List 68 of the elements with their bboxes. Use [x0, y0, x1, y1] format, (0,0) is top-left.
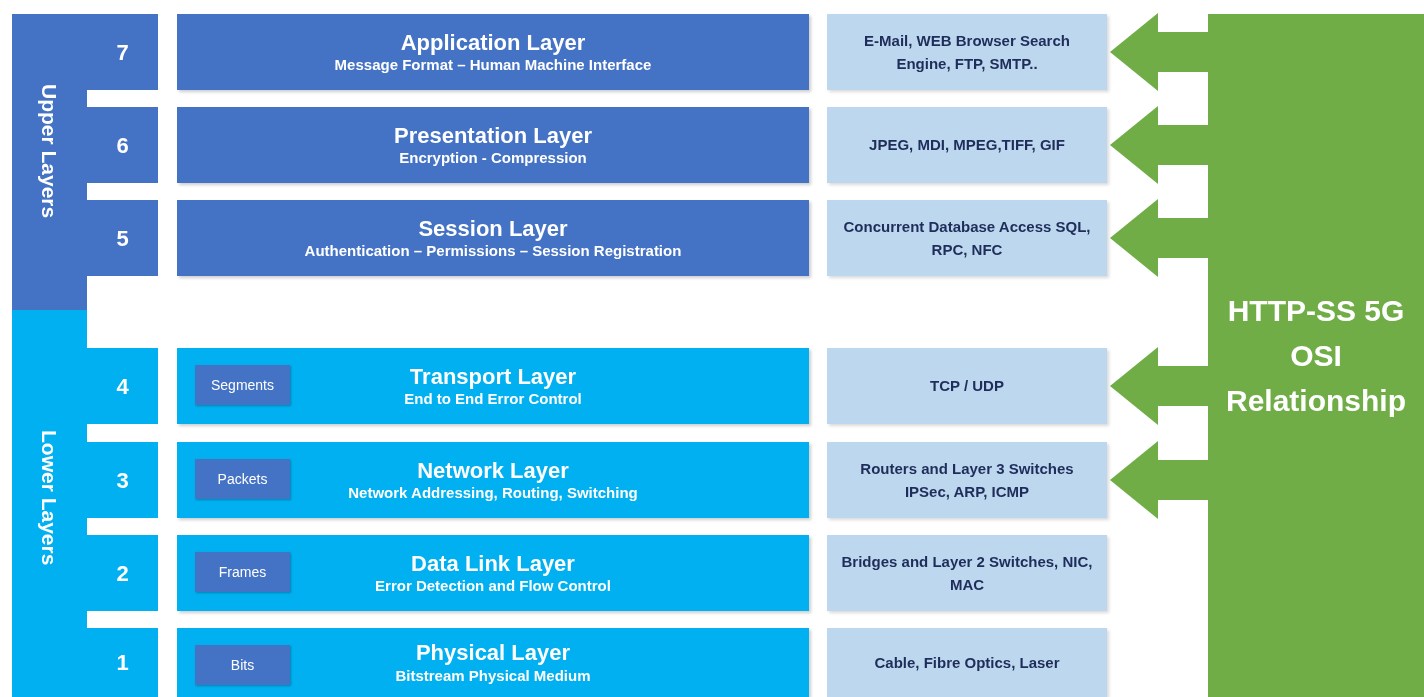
protocol-box	[827, 535, 1107, 611]
layer-description: Encryption - Compression	[399, 149, 587, 169]
protocol-text: Cable, Fibre Optics, Laser	[874, 652, 1060, 673]
layer-number: 5	[116, 224, 129, 253]
layer-title: Presentation Layer	[393, 121, 593, 150]
group-label: Upper Layers	[39, 84, 60, 221]
layer-title: Network Layer	[417, 456, 569, 485]
layer-box	[177, 200, 809, 276]
arrow	[1110, 13, 1208, 91]
pdu-tag	[195, 552, 290, 592]
protocol-text: TCP / UDP	[930, 376, 1004, 397]
layer-number: 1	[116, 649, 129, 677]
layer-group-band	[12, 310, 87, 697]
layer-number-tab	[87, 442, 158, 518]
layer-number-tab	[87, 535, 158, 611]
pdu-label: Packets	[217, 469, 268, 489]
pdu-tag	[195, 459, 290, 499]
layer-number-tab	[87, 628, 158, 697]
layer-description: Error Detection and Flow Control	[375, 577, 611, 597]
pdu-tag	[195, 365, 290, 405]
layer-number: 7	[116, 38, 129, 67]
protocol-box	[827, 107, 1107, 183]
layer-group-band	[12, 14, 87, 310]
layer-description: Network Addressing, Routing, Switching	[348, 484, 638, 504]
layer-box	[177, 14, 809, 90]
protocol-box	[827, 14, 1107, 90]
layer-number: 6	[116, 131, 129, 160]
layer-number-tab	[87, 348, 158, 424]
protocol-box	[827, 628, 1107, 697]
protocol-text: E-Mail, WEB Browser Search Engine, FTP, SMTP..	[863, 30, 1071, 74]
panel-title: HTTP-SS 5G OSI Relationship	[1225, 293, 1407, 419]
pdu-label: Segments	[210, 375, 274, 395]
layer-box	[177, 442, 809, 518]
pdu-tag	[195, 645, 290, 685]
layer-number-tab	[87, 200, 158, 276]
layer-number: 2	[116, 559, 129, 588]
layer-title: Physical Layer	[415, 639, 571, 667]
layer-box	[177, 628, 809, 697]
layer-box	[177, 535, 809, 611]
protocol-text: Bridges and Layer 2 Switches, NIC, MAC	[840, 551, 1094, 595]
layer-title: Application Layer	[400, 28, 586, 57]
arrow	[1110, 199, 1208, 277]
layer-title: Transport Layer	[409, 362, 577, 391]
layer-box	[177, 348, 809, 424]
layer-box	[177, 107, 809, 183]
protocol-box	[827, 200, 1107, 276]
layer-number: 3	[116, 466, 129, 495]
protocol-box	[827, 442, 1107, 518]
pdu-label: Frames	[218, 562, 267, 582]
layer-description: Bitstream Physical Medium	[395, 666, 591, 686]
layer-description: Authentication – Permissions – Session Registration	[304, 242, 682, 262]
arrow	[1110, 347, 1208, 425]
protocol-box	[827, 348, 1107, 424]
arrow	[1110, 106, 1208, 184]
relationship-panel	[1208, 14, 1424, 697]
protocol-text: Routers and Layer 3 Switches IPSec, ARP, ICMP	[859, 458, 1075, 502]
layer-number-tab	[87, 14, 158, 90]
pdu-label: Bits	[230, 655, 255, 675]
layer-description: End to End Error Control	[404, 390, 582, 410]
protocol-text: JPEG, MDI, MPEG,TIFF, GIF	[869, 135, 1065, 156]
layer-title: Session Layer	[418, 214, 568, 243]
layer-description: Message Format – Human Machine Interface	[334, 56, 652, 76]
arrow	[1110, 441, 1208, 519]
layer-number-tab	[87, 107, 158, 183]
layer-title: Data Link Layer	[411, 549, 575, 578]
protocol-text: Concurrent Database Access SQL, RPC, NFC	[842, 216, 1092, 260]
layer-number: 4	[116, 372, 129, 401]
group-label: Lower Layers	[39, 430, 60, 568]
